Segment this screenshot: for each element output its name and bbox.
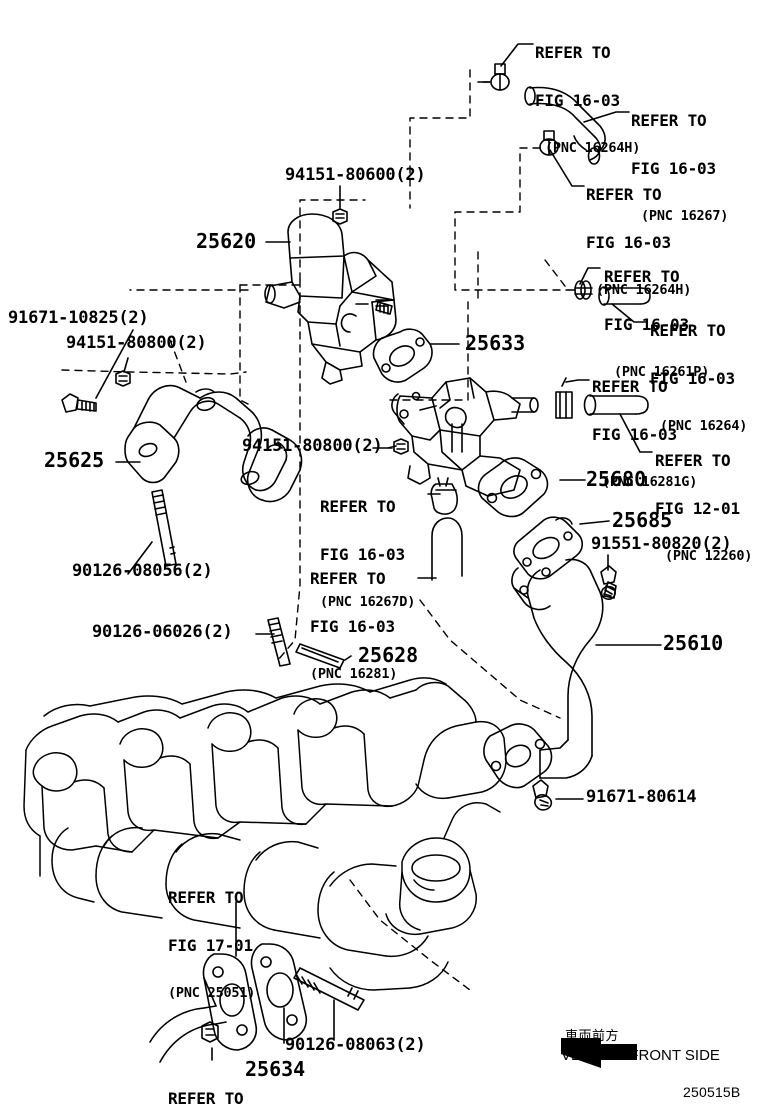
- callout-25610: 25610: [663, 631, 724, 655]
- leader-lines: [95, 43, 662, 1061]
- callout-25620: 25620: [196, 229, 257, 253]
- hose-16267: [524, 86, 606, 165]
- nut-fig-17-01-lower: [201, 1021, 219, 1043]
- refer-label-12260: REFER TO FIG 12-01 (PNC 12260): [655, 450, 753, 564]
- clamp-16267d: [430, 477, 458, 515]
- refer-label-16261p: REFER TO FIG 16-03 (PNC 16261P): [604, 266, 710, 380]
- callout-91551-80820: 91551-80820(2): [591, 534, 732, 554]
- callout-25680: 25680: [586, 467, 647, 491]
- assembly-dashed-lines: [61, 69, 569, 991]
- callout-94151-80600: 94151-80600(2): [285, 165, 426, 185]
- stud-90126-08056: [151, 489, 177, 567]
- bolt-91671-80614: [532, 779, 553, 811]
- refer-label-16267: REFER TO FIG 16-03 (PNC 16267): [631, 110, 729, 224]
- nut-94151-80800-a: [115, 370, 131, 387]
- callout-25633: 25633: [465, 331, 526, 355]
- part-25620-egr-valve: [264, 213, 397, 385]
- callout-25628: 25628: [358, 643, 419, 667]
- refer-label-25051: REFER TO FIG 17-01 (PNC 25051): [168, 887, 256, 1001]
- refer-label-16267d: REFER TO FIG 16-03 (PNC 16267D): [320, 496, 416, 610]
- clamp-16261p: [567, 280, 593, 300]
- callout-91671-10825: 91671-10825(2): [8, 308, 149, 328]
- callout-90126-08063: 90126-08063(2): [285, 1035, 426, 1055]
- vehicle-front-english: VEHICLE FRONT SIDE: [561, 1047, 720, 1064]
- nut-94151-80800-b: [393, 438, 409, 455]
- refer-label-16281: REFER TO FIG 16-03 (PNC 16281): [310, 568, 398, 682]
- callout-90126-06026: 90126-06026(2): [92, 622, 233, 642]
- part-25628-seal: [295, 643, 345, 669]
- refer-label-16264: REFER TO FIG 16-03 (PNC 16264): [650, 320, 748, 434]
- callout-25625: 25625: [44, 448, 105, 472]
- part-25680-body: [391, 377, 549, 518]
- vehicle-front-arrow-icon: [561, 1038, 637, 1068]
- clamp-16264h-2: [539, 130, 559, 156]
- callout-25685: 25685: [612, 508, 673, 532]
- part-25634-gasket: [250, 943, 308, 1041]
- part-25633-gasket: [372, 328, 433, 383]
- callout-91671-80614: 91671-80614: [586, 787, 697, 807]
- refer-label-16281g: REFER TO FIG 16-03 (PNC 16281G): [592, 376, 698, 490]
- callout-94151-80800-b: 94151-80800(2): [242, 436, 383, 456]
- hose-16281: [431, 517, 463, 581]
- bolt-91551-80820: [600, 565, 617, 600]
- bolt-91671-10825: [61, 393, 97, 413]
- part-25610-pipe: [483, 558, 604, 789]
- clamp-16264h-top: [477, 63, 510, 91]
- pipe-16264: [598, 286, 651, 306]
- lower-pipe-flange: [149, 953, 258, 1063]
- vehicle-front-japanese: 車両前方: [565, 1029, 620, 1044]
- refer-label-fig-17-01-lower: REFER TO FIG 17-01: [168, 1088, 244, 1108]
- stud-90126-06026: [267, 617, 291, 667]
- refer-label-16264h-2: REFER TO FIG 16-03 (PNC 16264H): [586, 184, 692, 298]
- intake-manifold: [23, 677, 507, 991]
- callout-25634: 25634: [245, 1057, 306, 1081]
- part-25685-gasket: [513, 516, 584, 580]
- callout-94151-80800-a: 94151-80800(2): [66, 333, 207, 353]
- part-25625-bracket: [124, 384, 303, 503]
- stud-90126-08063: [293, 967, 365, 1011]
- callout-90126-08056: 90126-08056(2): [72, 561, 213, 581]
- refer-label-16264h-top: REFER TO FIG 16-03 (PNC 16264H): [535, 42, 641, 156]
- pipe-12260: [583, 394, 649, 416]
- nut-94151-80600: [332, 208, 348, 225]
- clamp-16281g: [555, 377, 573, 419]
- sheet-code: 250515B: [683, 1084, 741, 1100]
